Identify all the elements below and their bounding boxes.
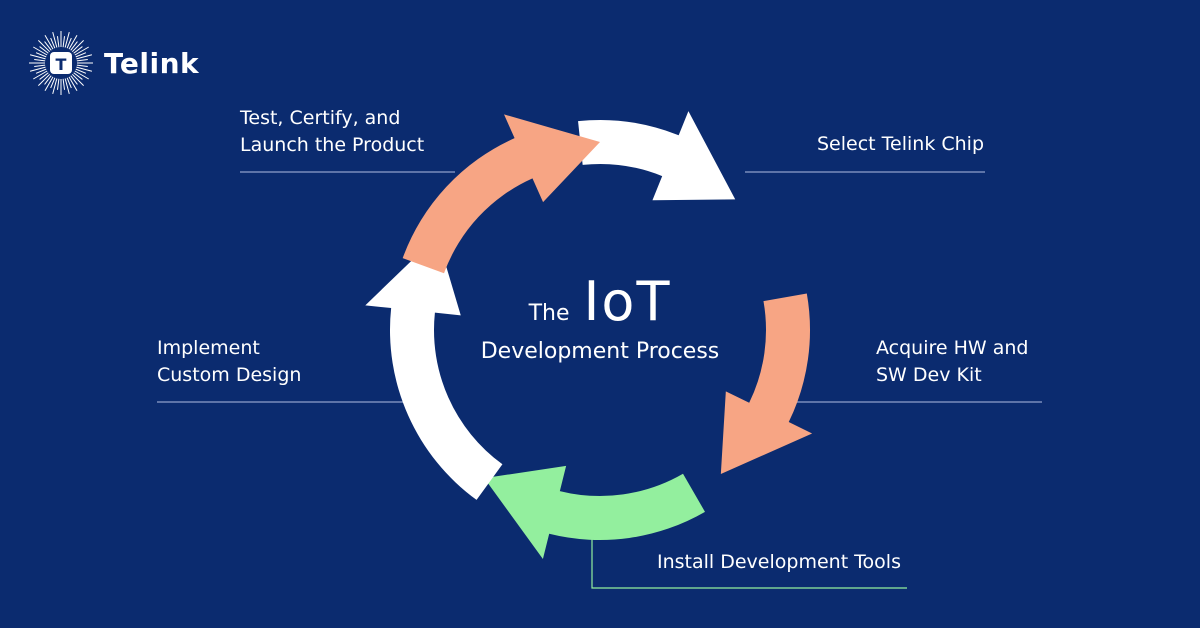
logo-ray [62,36,66,48]
logo-ray [44,75,52,85]
logo-ray [64,78,70,95]
logo-ray [56,36,60,48]
logo-ray [33,46,48,56]
logo-ray [73,46,83,54]
logo-ray [38,73,51,86]
logo-ray [76,54,93,60]
step-label-install-tools: Install Development Tools [657,551,901,573]
logo-ray [75,68,87,74]
step-label-test-launch: Test, Certify, and Launch the Product [240,107,425,156]
logo-ray [68,76,78,91]
logo-ray [34,58,46,62]
logo-ray [56,78,60,90]
logo-ray [29,66,46,72]
step-label-select-chip: Select Telink Chip [817,133,985,155]
logo-ray [35,52,47,58]
logo-ray [33,70,48,80]
arrow-segment-acquire-kit [720,293,813,475]
telink-logo-mark-icon: T [29,31,93,95]
logo-ray [44,35,54,50]
logo-ray [52,31,58,48]
logo-ray [50,37,56,49]
logo-ray [39,46,49,54]
logo-ray [34,64,46,68]
telink-logo: T Telink [28,30,199,96]
logo-ray [76,64,88,68]
logo-ray [70,41,78,51]
logo-mark-letter: T [56,55,67,74]
logo-ray [35,68,47,74]
brand-name: Telink [104,46,200,80]
leader-line-install-tools [591,535,907,589]
center-title-subtitle: Development Process [480,339,720,364]
logo-ray [64,31,70,48]
arrow-segment-select-chip [578,111,736,201]
logo-ray [50,77,56,89]
center-title-iot: IoT [583,270,672,333]
logo-ray [38,40,51,53]
arrow-segment-custom-design [365,236,503,500]
arrow-segment-install-tools [484,465,705,559]
logo-ray [52,78,58,95]
step-label-custom-design: Implement Custom Design [157,337,302,386]
center-title: The IoT Development Process [430,270,770,364]
logo-ray [44,76,54,91]
logo-ray [39,72,49,80]
logo-ray [75,52,87,58]
logo-ray [74,46,89,56]
logo-ray [44,41,52,51]
logo-ray [76,66,93,72]
logo-ray [68,35,78,50]
logo-ray [70,75,78,85]
logo-ray [29,54,46,60]
logo-ray [73,72,83,80]
logo-ray [71,40,84,53]
arrow-segment-test-launch [402,114,600,274]
logo-ray [76,58,88,62]
center-title-the: The [528,301,570,326]
logo-ray [62,78,66,90]
step-label-acquire-kit: Acquire HW and SW Dev Kit [876,337,1029,386]
logo-ray [66,77,72,89]
logo-ray [71,73,84,86]
logo-ray [74,70,89,80]
logo-ray [66,37,72,49]
